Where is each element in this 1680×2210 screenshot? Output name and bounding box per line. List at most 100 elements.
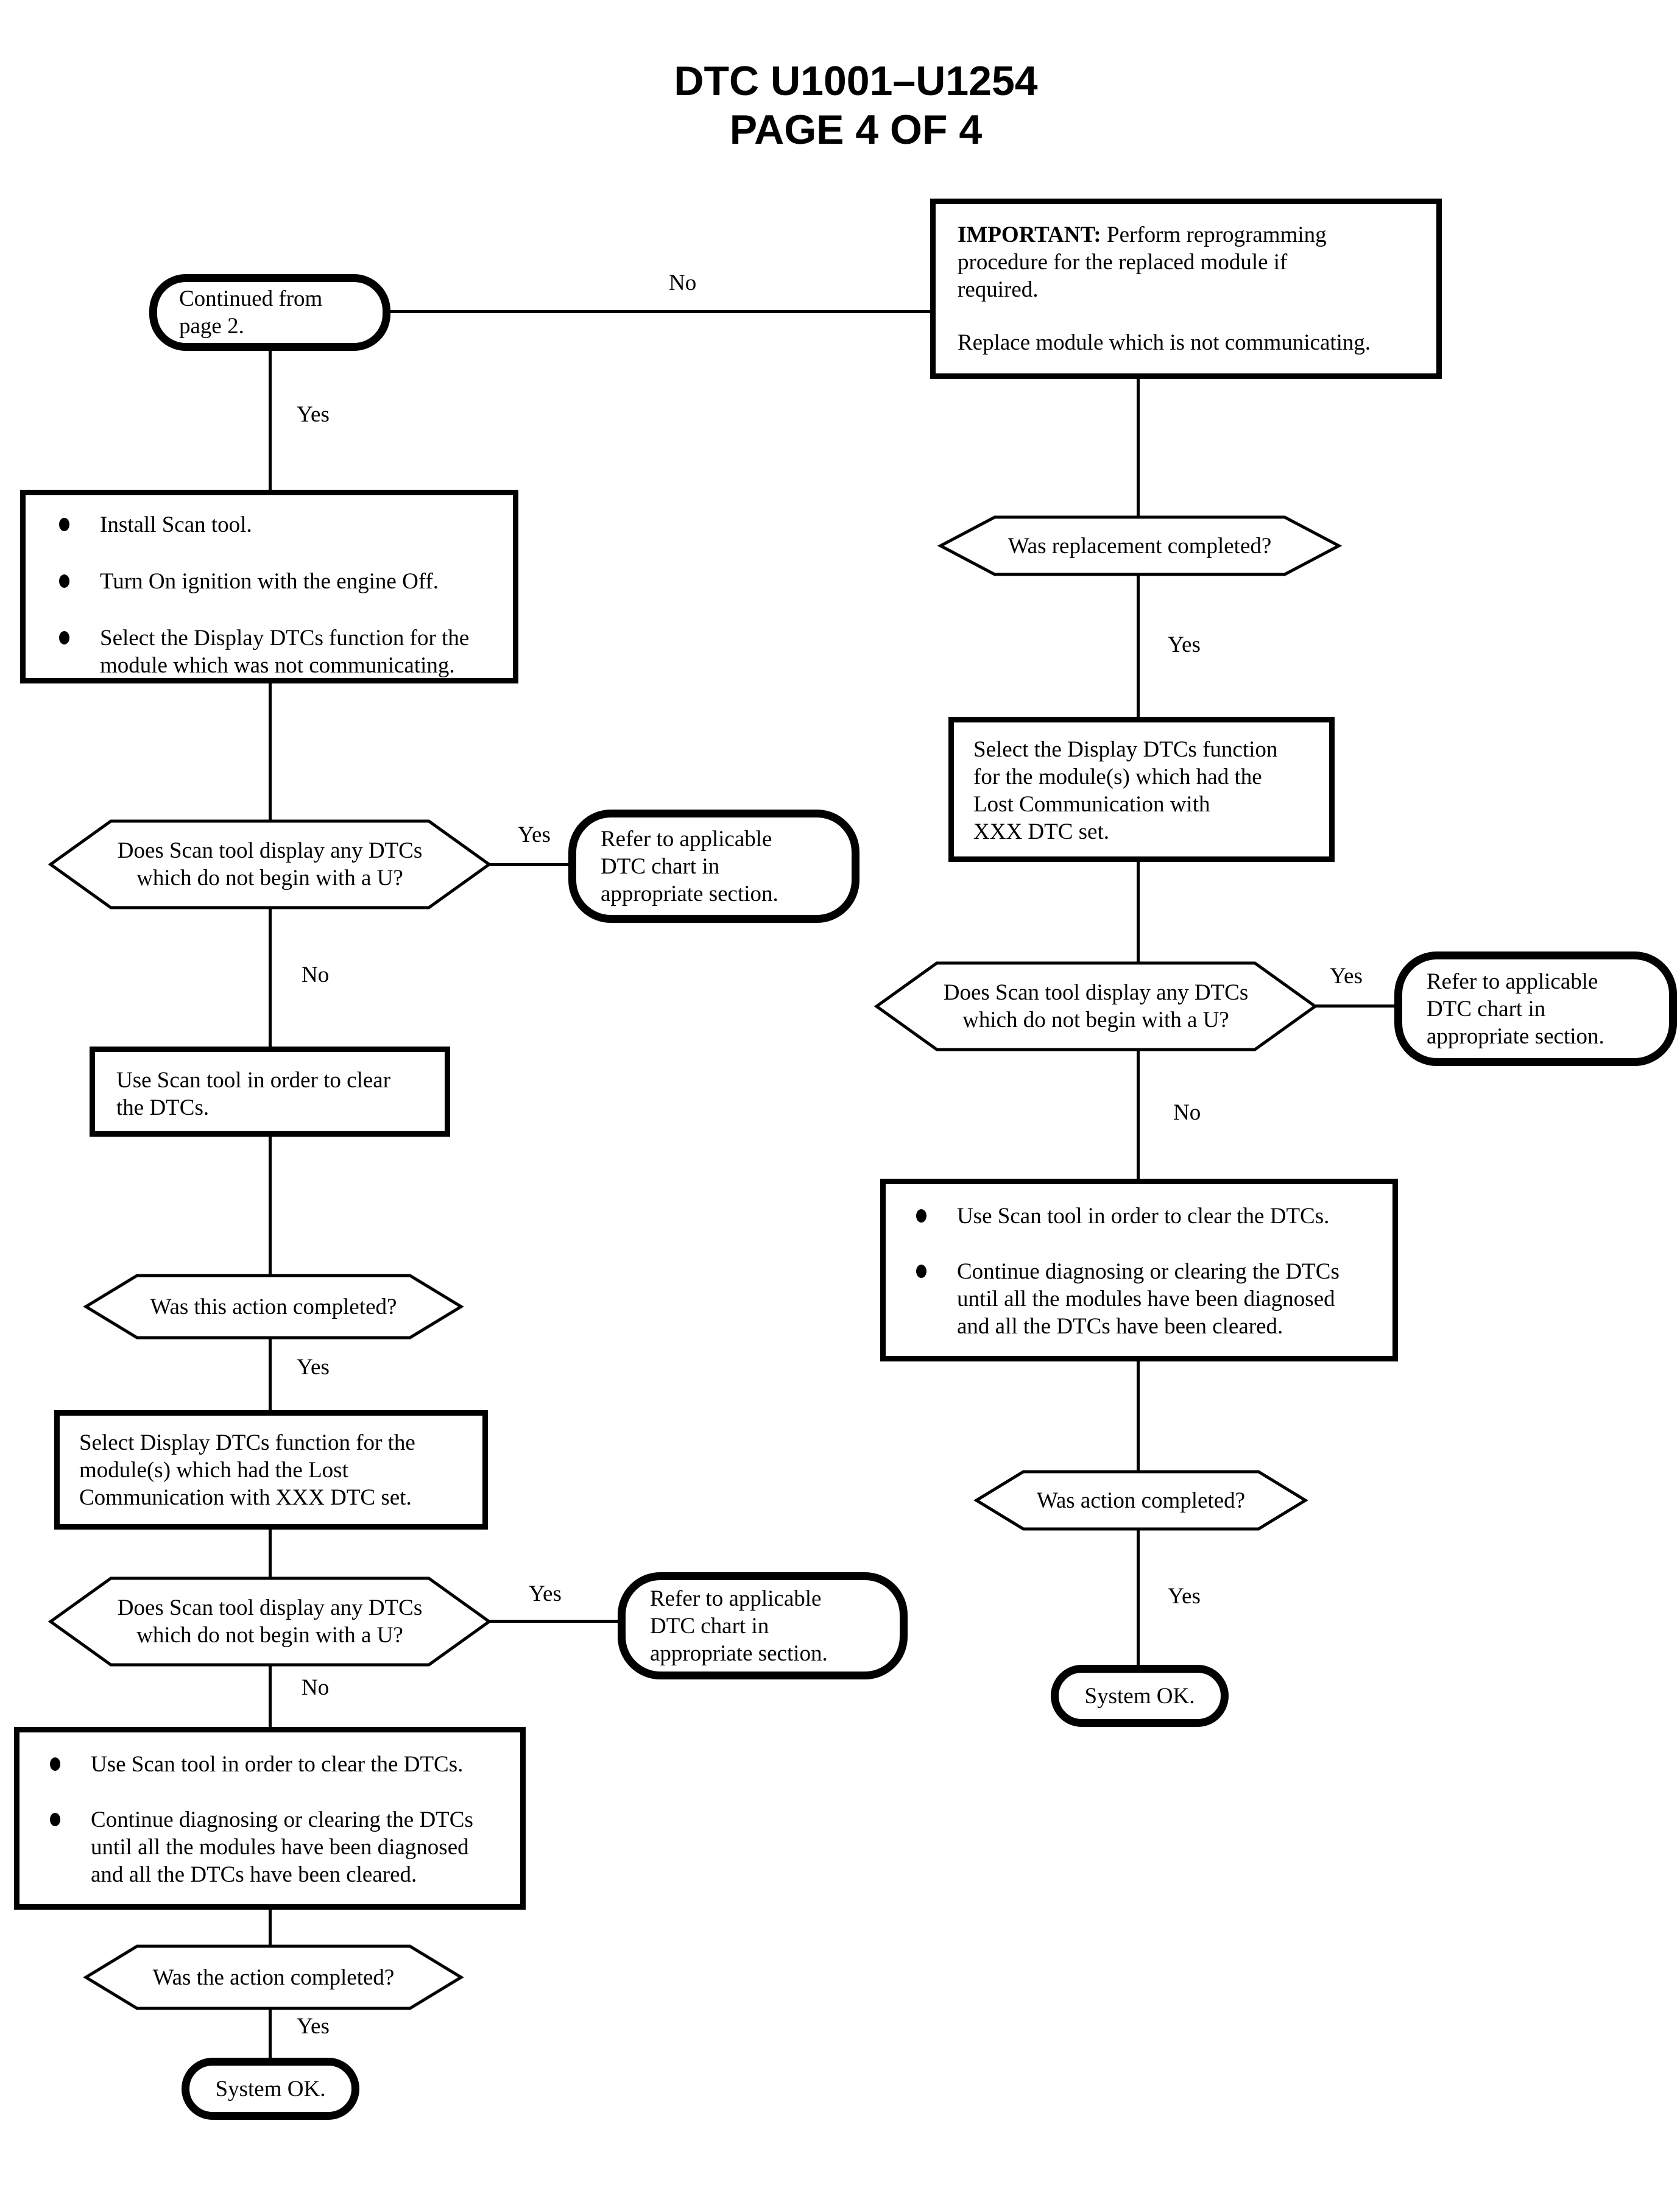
terminator-label: Refer to applicable DTC chart in appropr…: [601, 826, 778, 906]
bullet-icon: [916, 1209, 926, 1223]
bullet-text: Install Scan tool.: [100, 512, 252, 537]
list-item: Use Scan tool in order to clear the DTCs…: [916, 1202, 1385, 1230]
edge-label-no: No: [302, 962, 330, 987]
edge-label-yes: Yes: [529, 1581, 562, 1606]
page-title-line2: PAGE 4 OF 4: [729, 107, 983, 153]
terminator-label: Refer to applicable DTC chart in appropr…: [1427, 969, 1604, 1049]
bullet-icon: [50, 1813, 60, 1826]
decision-label: Does Scan tool display any DTCs which do…: [117, 838, 423, 891]
list-item: Select the Display DTCs function for the…: [59, 624, 504, 679]
hexagon-shape: [48, 819, 492, 909]
bullet-icon: [50, 1757, 60, 1771]
bullet-icon: [916, 1265, 926, 1278]
edge-label-no: No: [669, 270, 697, 295]
terminator-system-ok-left: System OK.: [182, 2058, 359, 2120]
terminator-refer-dtc-chart-right: Refer to applicable DTC chart in appropr…: [1394, 951, 1677, 1066]
process-label: Use Scan tool in order to clear the DTCs…: [116, 1068, 391, 1120]
connector-continued-to-install: [269, 347, 272, 493]
connector-select-to-decision-right: [1137, 860, 1140, 964]
list-item: Use Scan tool in order to clear the DTCs…: [50, 1751, 513, 1778]
edge-label-yes: Yes: [1168, 632, 1201, 657]
hexagon-shape: [83, 1274, 464, 1340]
hexagon-shape: [874, 961, 1318, 1051]
bullet-text: Select the Display DTCs function for the…: [100, 626, 470, 678]
process-label: Select Display DTCs function for the mod…: [79, 1430, 415, 1510]
edge-label-yes: Yes: [1168, 1584, 1201, 1609]
decision-was-replacement-completed: Was replacement completed?: [937, 515, 1343, 576]
connector-continued-to-important: [390, 310, 930, 313]
list-item: Turn On ignition with the engine Off.: [59, 568, 504, 595]
edge-label-no: No: [1173, 1100, 1201, 1125]
hexagon-shape: [48, 1576, 492, 1667]
connector-decision1-to-refer1: [487, 863, 573, 866]
connector-important-to-wasreplacement: [1137, 376, 1140, 518]
edge-label-yes: Yes: [297, 2014, 330, 2039]
connector-wasreplacement-to-select: [1137, 574, 1140, 720]
decision-scan-tool-dtcs-left-2: Does Scan tool display any DTCs which do…: [48, 1576, 492, 1667]
connector-select-to-decision2: [269, 1527, 272, 1579]
decision-label: Does Scan tool display any DTCs which do…: [943, 980, 1249, 1033]
connector-wasthisaction-to-select: [269, 1337, 272, 1413]
decision-label: Was the action completed?: [152, 1965, 395, 1990]
list-item: Continue diagnosing or clearing the DTCs…: [50, 1806, 513, 1888]
connector-wastheaction-to-systemok: [269, 2008, 272, 2060]
connector-decision2-to-refer2: [487, 1620, 621, 1623]
bullet-icon: [59, 631, 69, 644]
important-body: Perform reprogramming procedure for the …: [958, 222, 1327, 302]
bullet-text: Use Scan tool in order to clear the DTCs…: [91, 1752, 464, 1777]
edge-label-yes: Yes: [297, 402, 330, 427]
connector-decision2-to-clearcontinue: [269, 1664, 272, 1731]
important-paragraph: IMPORTANT: Perform reprogramming procedu…: [958, 221, 1430, 303]
terminator-refer-dtc-chart-left-2: Refer to applicable DTC chart in appropr…: [618, 1572, 908, 1679]
connector-decisionright-to-refer: [1313, 1004, 1397, 1008]
connector-decision1-to-clear: [269, 906, 272, 1050]
terminator-label: System OK.: [215, 2076, 326, 2102]
terminator-label: Refer to applicable DTC chart in appropr…: [650, 1586, 828, 1666]
terminator-label: Continued from page 2.: [179, 286, 323, 339]
decision-label: Was action completed?: [1036, 1488, 1246, 1513]
bullet-text: Turn On ignition with the engine Off.: [100, 569, 439, 594]
connector-clearcontinue-to-wastheaction: [269, 1907, 272, 1947]
decision-label: Does Scan tool display any DTCs which do…: [117, 1595, 423, 1648]
important-body2: Replace module which is not communicatin…: [958, 330, 1371, 355]
terminator-refer-dtc-chart-left-1: Refer to applicable DTC chart in appropr…: [568, 810, 859, 923]
edge-label-yes: Yes: [297, 1355, 330, 1380]
hexagon-shape: [83, 1944, 464, 2010]
process-label: Select the Display DTCs function for the…: [973, 737, 1278, 844]
bullet-text: Use Scan tool in order to clear the DTCs…: [957, 1204, 1330, 1229]
decision-was-action-completed-right: Was action completed?: [973, 1470, 1308, 1531]
decision-label: Was replacement completed?: [1008, 533, 1272, 559]
terminator-continued-from-page-2: Continued from page 2.: [149, 274, 390, 351]
edge-label-yes: Yes: [1330, 964, 1363, 989]
terminator-label: System OK.: [1084, 1683, 1195, 1709]
connector-clearcontinue-to-wasaction: [1137, 1359, 1140, 1472]
bullet-text: Continue diagnosing or clearing the DTCs…: [91, 1807, 473, 1887]
list-item: Continue diagnosing or clearing the DTCs…: [916, 1258, 1385, 1340]
terminator-system-ok-right: System OK.: [1051, 1665, 1229, 1727]
process-clear-dtcs-left: Use Scan tool in order to clear the DTCs…: [90, 1047, 450, 1137]
edge-label-no: No: [302, 1675, 330, 1700]
decision-scan-tool-dtcs-right: Does Scan tool display any DTCs which do…: [874, 961, 1318, 1051]
process-select-display-dtcs-left: Select Display DTCs function for the mod…: [54, 1410, 488, 1530]
decision-scan-tool-dtcs-left-1: Does Scan tool display any DTCs which do…: [48, 819, 492, 909]
process-select-display-dtcs-right: Select the Display DTCs function for the…: [948, 717, 1335, 862]
connector-wasaction-to-systemok: [1137, 1528, 1140, 1667]
bullet-icon: [59, 518, 69, 531]
decision-was-the-action-completed: Was the action completed?: [83, 1944, 464, 2010]
hexagon-shape: [937, 515, 1343, 576]
process-clear-and-continue-left: Use Scan tool in order to clear the DTCs…: [14, 1727, 526, 1910]
process-important-note: IMPORTANT: Perform reprogramming procedu…: [930, 199, 1442, 379]
process-clear-and-continue-right: Use Scan tool in order to clear the DTCs…: [880, 1179, 1398, 1361]
connector-install-to-decision1: [269, 679, 272, 822]
decision-label: Was this action completed?: [150, 1294, 397, 1319]
page-title-line1: DTC U1001–U1254: [674, 58, 1038, 104]
process-install-scan-tool: Install Scan tool. Turn On ignition with…: [20, 490, 518, 683]
important-prefix: IMPORTANT:: [958, 222, 1101, 247]
bullet-icon: [59, 574, 69, 588]
hexagon-shape: [973, 1470, 1308, 1531]
list-item: Install Scan tool.: [59, 511, 504, 538]
connector-decisionright-to-clearcontinue: [1137, 1049, 1140, 1181]
edge-label-yes: Yes: [518, 822, 551, 847]
decision-was-this-action-completed: Was this action completed?: [83, 1274, 464, 1340]
